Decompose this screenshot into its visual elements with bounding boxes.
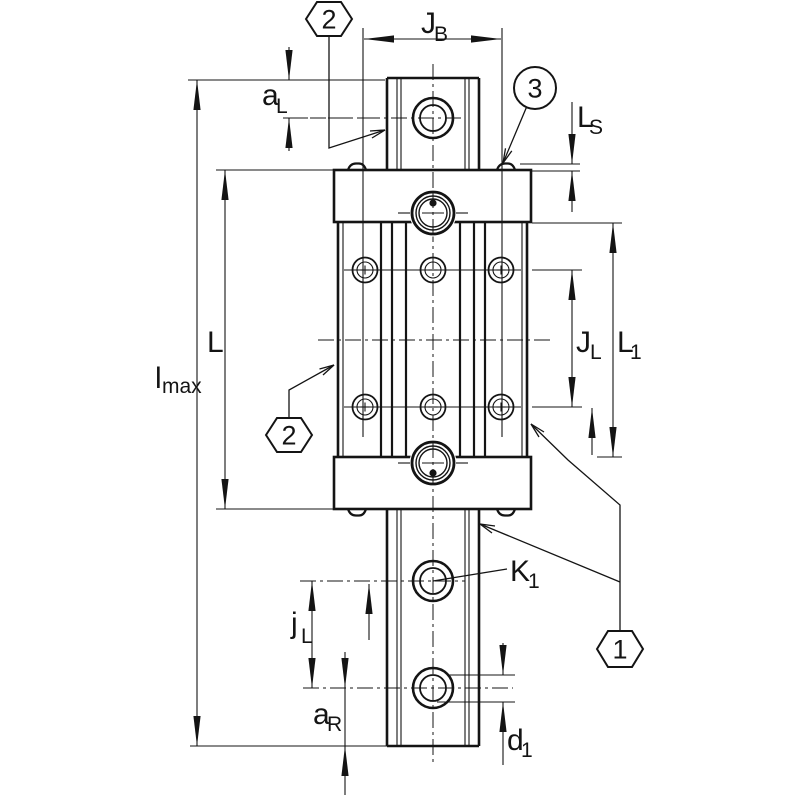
dim-label-lmax: l (155, 362, 162, 395)
callout-balloon-2-top (304, 1, 354, 37)
dim-label-jb: J (421, 7, 436, 40)
rail-hole (411, 666, 455, 710)
dimension-extension-lines (188, 28, 622, 747)
seal-lip (346, 162, 368, 171)
dim-label-l1-sub: 1 (630, 341, 642, 364)
dim-label-al: a (262, 79, 279, 112)
dim-label-jl-rail: j (290, 607, 298, 640)
dimension-labels: J B a L L S L l max J L L 1 K 1 j L a R … (155, 7, 642, 762)
dim-label-d1-sub: 1 (521, 739, 533, 762)
holes (344, 96, 521, 710)
callout-balloon-2-side (264, 417, 314, 453)
dim-label-ar: a (313, 698, 330, 731)
callout-balloon-3 (513, 66, 557, 110)
mounting-hole (487, 393, 515, 421)
callout-1-number: 1 (612, 635, 627, 665)
mounting-hole (351, 393, 379, 421)
dim-label-lmax-sub: max (162, 375, 202, 398)
lube-hole-top (398, 189, 468, 237)
rail-hole (411, 96, 455, 140)
callout-leaders (288, 36, 621, 631)
dim-label-l1: L (617, 326, 634, 359)
seal-lip (346, 508, 368, 517)
dim-label-ar-sub: R (327, 713, 342, 736)
carriage (332, 162, 533, 517)
dimension-arrows (193, 35, 617, 776)
seal-lip (495, 162, 517, 171)
callout-balloon-1 (595, 630, 645, 668)
lube-hole-bottom (398, 439, 468, 487)
mounting-hole (487, 256, 515, 284)
mounting-hole (419, 393, 447, 421)
dim-label-jl-carriage: J (576, 326, 591, 359)
dim-label-jb-sub: B (434, 23, 448, 46)
dim-label-ls-sub: S (589, 116, 603, 139)
rail-hole (411, 559, 455, 603)
mounting-hole (351, 256, 379, 284)
dim-label-l: L (207, 326, 224, 359)
dim-label-al-sub: L (276, 95, 288, 118)
dim-label-jl-rail-sub: L (301, 625, 313, 648)
dim-label-d1: d (507, 724, 524, 757)
seal-lip (495, 508, 517, 517)
dim-label-jl-carriage-sub: L (590, 341, 602, 364)
callout-2-side-number: 2 (281, 421, 296, 451)
callouts: 2 2 3 1 (264, 1, 645, 668)
callout-2-top-number: 2 (321, 5, 336, 35)
mounting-hole (419, 256, 447, 284)
callout-3-number: 3 (527, 74, 542, 104)
dim-label-ls: L (577, 101, 594, 134)
dim-label-k1-sub: 1 (528, 570, 540, 593)
guide-rail (385, 76, 481, 748)
dim-label-k1: K (510, 555, 530, 588)
